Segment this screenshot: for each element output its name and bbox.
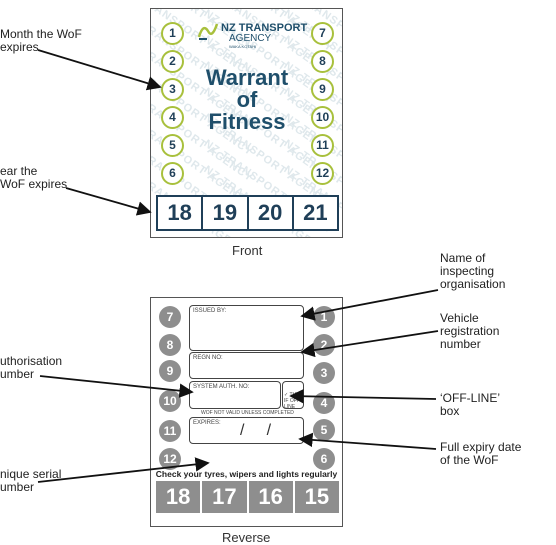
reverse-month-circle: 7 xyxy=(159,306,181,328)
front-month-circle: 10 xyxy=(311,106,334,129)
callout-inspecting-organisation: Name of inspecting organisation xyxy=(440,251,506,291)
check-tyres-text: Check your tyres, wipers and lights regu… xyxy=(155,469,338,479)
issued-by-field: ISSUED BY: xyxy=(189,305,304,351)
arrow-vehicle-reg xyxy=(300,330,439,358)
front-year-cell: 18 xyxy=(158,197,204,229)
reverse-year-cell: 16 xyxy=(248,481,293,513)
system-auth-field: SYSTEM AUTH. NO: xyxy=(189,381,281,409)
front-month-circle: 6 xyxy=(161,162,184,185)
callout-unique-serial: nique serial umber xyxy=(0,467,62,494)
front-year-bar: 18 19 20 21 xyxy=(156,195,339,231)
reverse-year-bar: 18 17 16 15 xyxy=(156,481,339,513)
arrow-month xyxy=(37,49,162,91)
front-year-cell: 19 xyxy=(203,197,249,229)
reverse-month-circle: 8 xyxy=(159,334,181,356)
arrow-year xyxy=(65,187,152,216)
front-month-circle: 4 xyxy=(161,106,184,129)
front-month-circle: 9 xyxy=(311,78,334,101)
arrow-inspecting-org xyxy=(300,289,439,321)
reverse-month-circle: 5 xyxy=(313,419,335,441)
front-month-circle: 5 xyxy=(161,134,184,157)
reverse-month-circle: 12 xyxy=(159,448,181,470)
front-year-cell: 21 xyxy=(303,200,328,225)
title-line2: of xyxy=(236,87,258,112)
expiry-date-slashes: / / xyxy=(240,422,272,439)
callout-authorisation-number: uthorisation umber xyxy=(0,354,63,381)
arrow-authorisation xyxy=(39,375,194,398)
issued-by-label: ISSUED BY: xyxy=(193,308,227,314)
arrow-full-expiry xyxy=(298,432,437,450)
arrow-offline xyxy=(289,389,437,404)
logo-line1: NZ TRANSPORT xyxy=(221,22,308,34)
callout-offline-box: ‘OFF-LINE’ box xyxy=(440,391,500,418)
callout-full-expiry-date: Full expiry date of the WoF xyxy=(440,440,522,467)
regn-no-field: REGN NO: xyxy=(189,352,304,379)
title-line3: Fitness xyxy=(208,109,286,134)
system-auth-label: SYSTEM AUTH. NO: xyxy=(193,384,250,390)
wof-title: Warrant of Fitness xyxy=(191,67,303,133)
reverse-year-cell: 18 xyxy=(156,481,201,513)
title-line1: Warrant xyxy=(205,65,289,90)
reverse-month-circle: 6 xyxy=(313,448,335,470)
wof-reverse-card: 7 8 9 10 11 12 1 2 3 4 5 6 ISSUED BY: RE… xyxy=(150,297,343,527)
callout-month-expires: Month the WoF expires xyxy=(0,27,82,54)
front-caption: Front xyxy=(232,243,263,258)
logo-line3: WAKA KOTAHI xyxy=(229,44,257,49)
front-month-circle: 7 xyxy=(311,22,334,45)
callout-vehicle-registration: Vehicle registration number xyxy=(440,311,500,351)
arrow-serial xyxy=(37,457,210,483)
front-month-circle: 3 xyxy=(161,78,184,101)
reverse-month-circle: 10 xyxy=(159,390,181,412)
expires-label: EXPIRES: xyxy=(193,420,221,426)
front-month-circle: 11 xyxy=(311,134,334,157)
nzta-logo-icon xyxy=(197,23,219,40)
callout-year-expires: ear the WoF expires xyxy=(0,164,68,191)
reverse-year-cell: 17 xyxy=(202,481,247,513)
front-month-circle: 1 xyxy=(161,22,184,45)
logo-line2: AGENCY xyxy=(229,33,272,44)
front-month-circle: 2 xyxy=(161,50,184,73)
not-valid-note: WOF NOT VALID UNLESS COMPLETED xyxy=(201,410,294,416)
reverse-month-circle: 11 xyxy=(159,420,181,442)
reverse-month-circle: 3 xyxy=(313,362,335,384)
reverse-caption: Reverse xyxy=(222,530,271,545)
reverse-month-circle: 9 xyxy=(159,360,181,382)
expires-field: EXPIRES: / / xyxy=(189,417,304,444)
reverse-year-cell: 15 xyxy=(294,481,339,513)
front-month-circle: 8 xyxy=(311,50,334,73)
regn-no-label: REGN NO: xyxy=(193,355,223,361)
front-year-cell: 20 xyxy=(249,197,294,229)
reverse-month-circle: 2 xyxy=(313,334,335,356)
front-month-circle: 12 xyxy=(311,162,334,185)
